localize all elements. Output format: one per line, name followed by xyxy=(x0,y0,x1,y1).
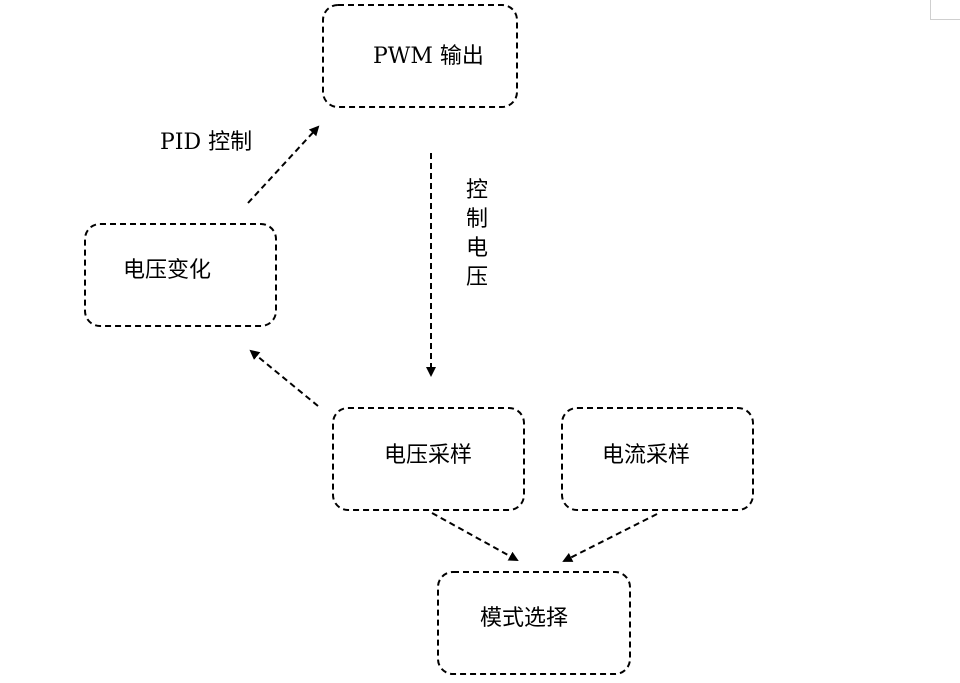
arrow-voltage-change-to-pwm xyxy=(247,125,320,204)
node-label-voltage-sampling: 电压采样 xyxy=(384,443,473,468)
box-mode-select xyxy=(437,571,631,675)
box-voltage-sampling xyxy=(332,407,525,511)
box-pwm-output xyxy=(322,4,518,108)
edge-label-char: 压 xyxy=(465,265,488,290)
arrow-voltage-sampling-to-voltage-change xyxy=(249,349,319,407)
arrow-current-sampling-to-mode-select xyxy=(562,513,658,562)
page-corner-mark xyxy=(930,0,960,20)
node-label-current-sampling: 电流采样 xyxy=(602,443,691,468)
edge-label-char: 制 xyxy=(465,207,488,232)
edge-label-pid-control: PID 控制 xyxy=(160,130,253,155)
node-label-pwm-output: PWM 输出 xyxy=(373,44,484,69)
edge-label-control-voltage: 控 制 电 压 xyxy=(465,176,489,292)
node-label-voltage-change: 电压变化 xyxy=(123,258,212,283)
edge-label-char: 控 xyxy=(465,178,488,203)
edge-label-char: 电 xyxy=(465,236,488,261)
box-voltage-change xyxy=(84,223,277,327)
arrow-voltage-sampling-to-mode-select xyxy=(431,512,519,561)
box-current-sampling xyxy=(561,407,754,511)
node-label-mode-select: 模式选择 xyxy=(480,606,569,631)
